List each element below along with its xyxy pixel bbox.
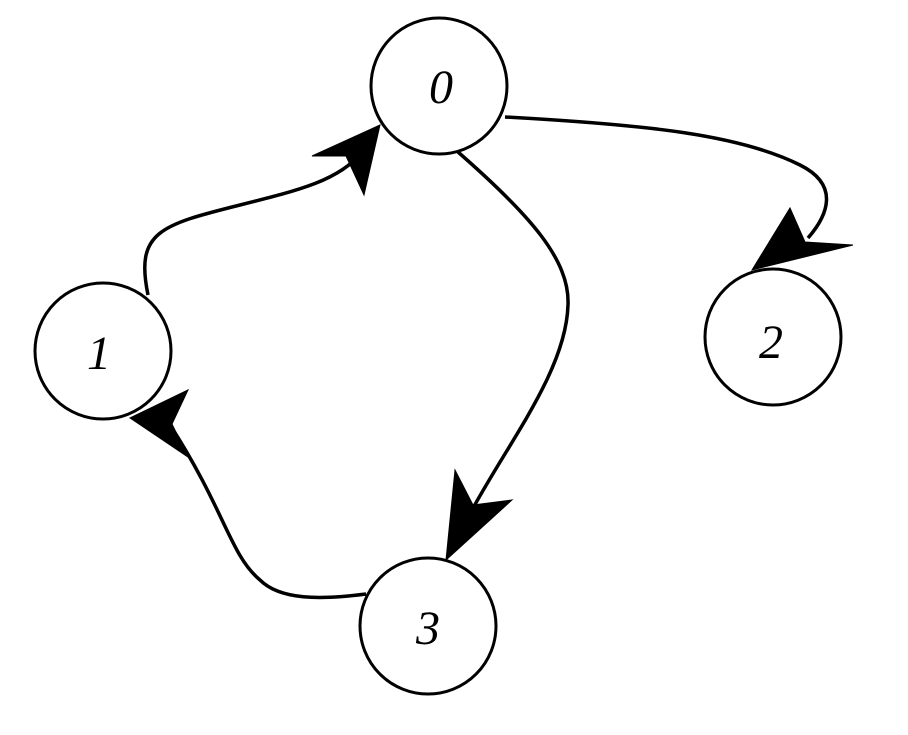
edge-1-to-0-arrowhead: [311, 124, 381, 197]
edge-0-to-2-line: [504, 115, 829, 240]
edge-3-to-1-line: [168, 424, 367, 600]
node-2: 2: [703, 267, 843, 407]
node-0-circle: [369, 16, 509, 156]
node-3-label: 3: [415, 602, 440, 655]
nodes: 0 1 2 3: [33, 16, 843, 696]
edge-3-to-1: [128, 388, 367, 600]
node-0: 0: [369, 16, 509, 156]
node-2-label: 2: [759, 316, 783, 369]
node-3: 3: [358, 556, 498, 696]
edge-0-to-3: [445, 150, 570, 562]
edges: [128, 115, 854, 600]
edge-1-to-0: [143, 124, 381, 296]
node-2-circle: [703, 267, 843, 407]
edge-3-to-1-arrowhead: [128, 388, 190, 459]
edge-0-to-2-arrowhead: [750, 206, 854, 271]
edge-0-to-3-arrowhead: [445, 468, 514, 562]
node-3-circle: [358, 556, 498, 696]
node-1: 1: [33, 281, 173, 421]
edge-1-to-0-line: [143, 150, 364, 296]
node-1-circle: [33, 281, 173, 421]
node-0-label: 0: [429, 61, 453, 114]
node-1-label: 1: [87, 327, 111, 380]
edge-0-to-2: [504, 115, 854, 271]
edge-0-to-3-line: [456, 150, 570, 511]
